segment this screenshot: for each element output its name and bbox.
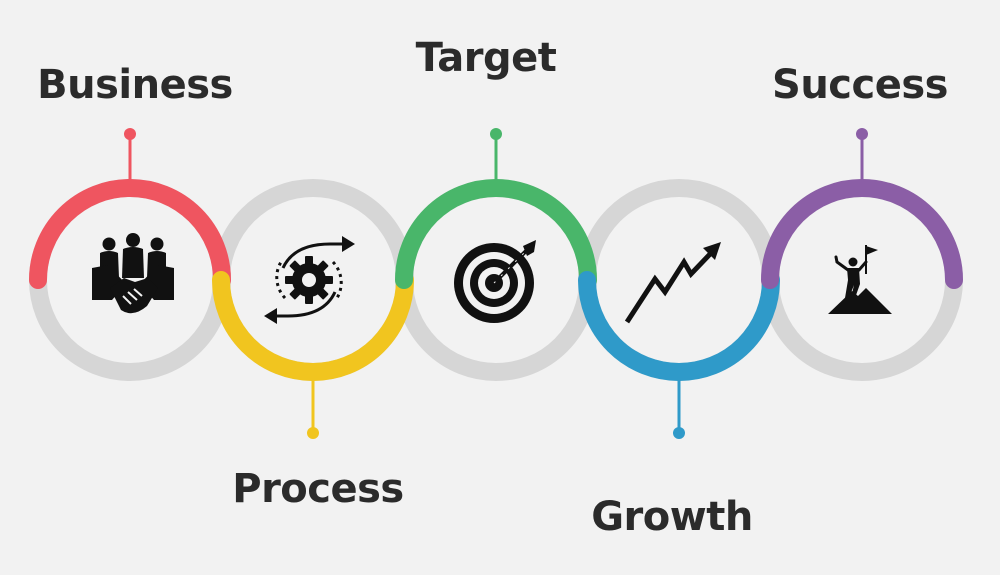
target-dart-icon [454,240,536,323]
step-label-process: Process [232,466,403,512]
summit-flag-icon [828,245,892,314]
connector-group [124,128,868,439]
step-label-target: Target [416,35,557,81]
growth-arrow-icon [624,242,721,324]
arc-success [761,179,963,289]
connector-dot-success [856,128,868,140]
arc-growth [578,271,780,381]
connector-dot-target [490,128,502,140]
connector-dot-process [307,427,319,439]
connector-dot-business [124,128,136,140]
arc-group [29,179,963,381]
arc-process [212,271,414,381]
arc-business [29,179,231,289]
connector-dot-growth [673,427,685,439]
step-label-success: Success [772,62,948,108]
step-label-business: Business [37,62,233,108]
step-label-growth: Growth [591,494,753,540]
gear-cycle-arrows-icon [264,236,355,324]
handshake-team-icon [92,233,174,314]
arc-target [395,179,597,289]
